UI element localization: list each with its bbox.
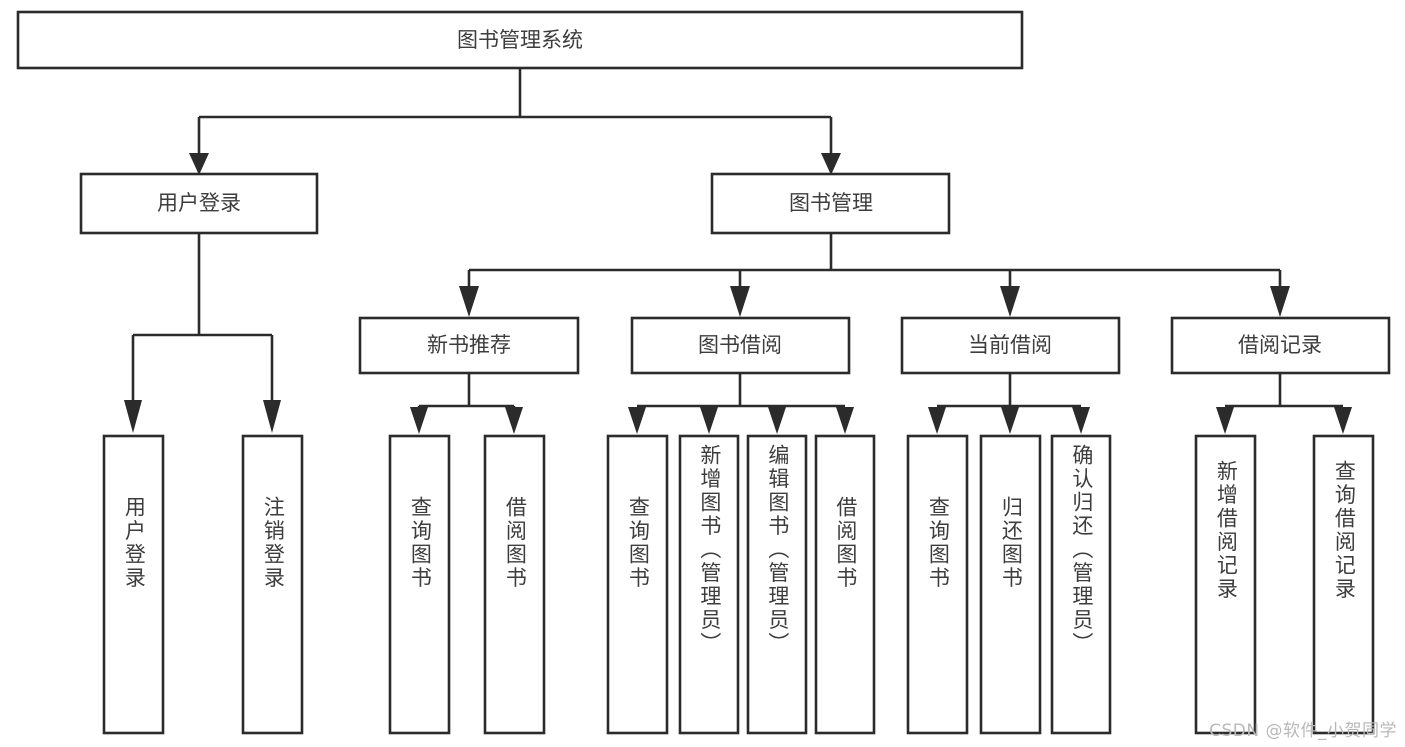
arrowhead-borrowbook-leaf-4 [836,407,854,434]
node-label-book-borrow: 图书借阅 [698,333,782,357]
node-label-user-login: 用户登录 [157,191,241,215]
node-box-leaf-8[interactable] [906,434,969,735]
node-box-borrow-record[interactable] [1170,316,1391,375]
arrowhead-currentborrow-leaf-2 [1001,407,1019,434]
arrowhead-newbook-leaf-1 [410,407,428,434]
arrowhead-borrowbook-leaf-3 [768,407,786,434]
node-box-new-book-recommend[interactable] [358,316,580,375]
node-box-leaf-10[interactable] [1050,434,1112,735]
connector-group-current-borrow [928,373,1090,434]
node-label-new-book-recommend: 新书推荐 [427,333,511,357]
watermark-text: CSDN @软件_小贺同学 [1209,721,1397,741]
node-label-root: 图书管理系统 [457,28,583,52]
node-box-leaf-3[interactable] [483,434,546,735]
node-box-root[interactable] [16,10,1024,70]
node-box-book-manage[interactable] [710,172,951,235]
connector-group-book-manage [459,233,1290,317]
arrowhead-newbook-leaf-2 [505,407,523,434]
node-box-current-borrow[interactable] [900,316,1121,375]
node-label-borrow-record: 借阅记录 [1238,333,1322,357]
arrowhead-to-new-book [459,286,479,317]
node-box-leaf-4[interactable] [606,434,669,735]
node-label-book-manage: 图书管理 [789,191,873,215]
arrowhead-borrowrecord-leaf-1 [1216,407,1234,434]
node-box-leaf-11[interactable] [1194,434,1257,735]
arrowhead-borrowbook-leaf-1 [628,407,646,434]
arrowhead-borrowrecord-leaf-2 [1334,407,1352,434]
arrowhead-borrowbook-leaf-2 [700,407,718,434]
node-box-book-borrow[interactable] [630,316,851,375]
node-box-leaf-0[interactable] [102,434,165,735]
node-box-leaf-7[interactable] [814,434,876,735]
arrowhead-user-leaf-1 [124,400,142,433]
node-box-leaf-1[interactable] [241,434,304,735]
arrowhead-to-user-login [189,153,209,175]
arrowhead-to-borrow-record [1270,286,1290,317]
arrowhead-to-current-borrow [1000,286,1020,317]
node-box-leaf-5[interactable] [678,434,740,735]
arrowhead-to-book-manage [821,153,841,175]
node-box-leaf-6[interactable] [746,434,808,735]
node-box-leaf-2[interactable] [388,434,451,735]
node-box-leaf-12[interactable] [1312,434,1375,735]
connector-group-borrow-record [1216,373,1352,434]
connector-group-borrow-book [628,373,854,434]
node-label-current-borrow: 当前借阅 [968,333,1052,357]
arrowhead-currentborrow-leaf-1 [928,407,946,434]
node-box-user-login[interactable] [79,172,319,235]
arrowhead-user-leaf-2 [263,400,281,433]
connector-group-user-login [124,233,281,433]
connector-group-root [189,68,841,175]
arrowhead-to-borrow-book [730,286,750,317]
arrowhead-currentborrow-leaf-3 [1072,407,1090,434]
connector-group-new-book [410,373,523,434]
node-box-leaf-9[interactable] [979,434,1042,735]
